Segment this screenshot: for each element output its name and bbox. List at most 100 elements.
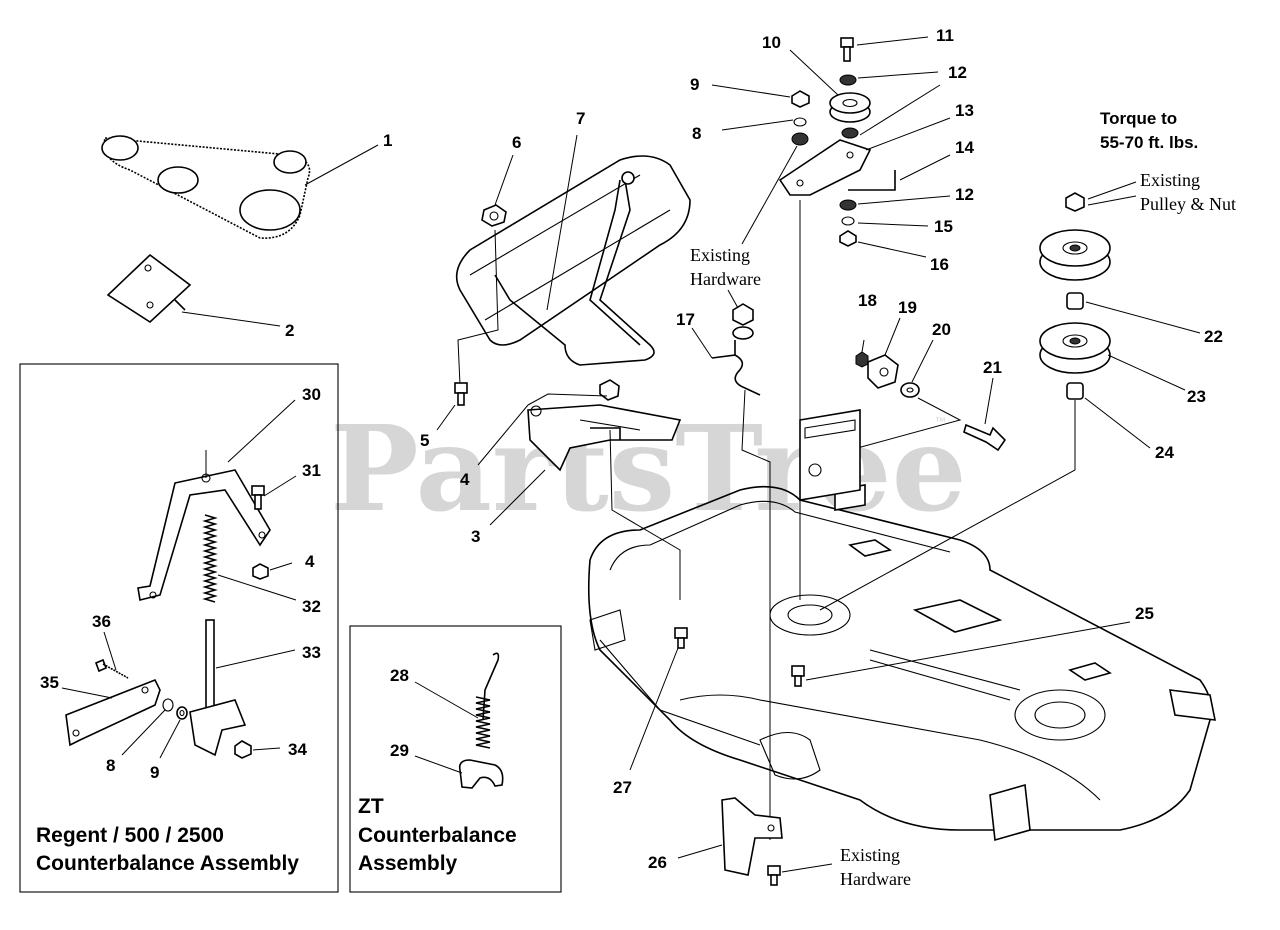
callout-6: 6 xyxy=(512,133,521,152)
callout-8: 8 xyxy=(692,124,701,143)
spacer-part-24 xyxy=(1066,382,1084,400)
zt-title-line2: Counterbalance xyxy=(358,824,517,847)
zt-assembly-box xyxy=(349,625,562,893)
washer-part-8-box xyxy=(162,698,174,712)
callout-36: 36 xyxy=(92,612,111,631)
torque-note-line2: 55-70 ft. lbs. xyxy=(1100,133,1198,152)
existing-hardware-bolt xyxy=(767,865,781,886)
callout-18: 18 xyxy=(858,291,877,310)
callout-26: 26 xyxy=(648,853,667,872)
callout-24: 24 xyxy=(1155,443,1174,462)
zt-title-line3: Assembly xyxy=(358,852,458,875)
spacer-part-22 xyxy=(1066,292,1084,310)
washer-part-9-box xyxy=(176,706,188,720)
existing-nut-top xyxy=(1065,192,1085,212)
callout-16: 16 xyxy=(930,255,949,274)
callout-14: 14 xyxy=(955,138,974,157)
bolt-part-11 xyxy=(840,37,854,62)
plate-part-2 xyxy=(106,253,192,324)
bolt-part-27 xyxy=(674,627,688,649)
callout-30: 30 xyxy=(302,385,321,404)
rod-part-33 xyxy=(189,619,247,757)
callout-34: 34 xyxy=(288,740,307,759)
existing-pulley xyxy=(1039,229,1111,281)
zt-title-line1: ZT xyxy=(358,795,384,818)
callout-25: 25 xyxy=(1135,604,1154,623)
existing-hardware-nut xyxy=(732,303,754,340)
callout-3: 3 xyxy=(471,527,480,546)
washer-part-20 xyxy=(900,382,920,398)
callout-17: 17 xyxy=(676,310,695,329)
washer-part-12-top xyxy=(839,74,857,86)
clip-part-29 xyxy=(458,759,504,789)
nut-part-4-box xyxy=(252,563,269,580)
mower-deck xyxy=(588,409,1217,842)
bushing-top xyxy=(791,132,809,146)
callout-15: 15 xyxy=(934,217,953,236)
callout-20: 20 xyxy=(932,320,951,339)
regent-title-line1: Regent / 500 / 2500 xyxy=(36,824,224,847)
callout-4: 4 xyxy=(460,470,470,489)
watermark-trademark: ™ xyxy=(935,416,946,428)
rod-part-28 xyxy=(475,652,500,749)
idler-arm-part-13 xyxy=(778,139,872,196)
callout-29: 29 xyxy=(390,741,409,760)
nut-part-16 xyxy=(839,230,857,247)
callout-8-box: 8 xyxy=(106,756,115,775)
callout-21: 21 xyxy=(983,358,1002,377)
rod-part-17 xyxy=(711,340,761,396)
belt-cover-part-7 xyxy=(455,155,691,366)
callout-10: 10 xyxy=(762,33,781,52)
callout-2: 2 xyxy=(285,321,294,340)
washer-part-12-low xyxy=(839,199,857,211)
nut-part-18 xyxy=(855,351,869,368)
bolt-part-21 xyxy=(963,423,1007,452)
bracket-part-30 xyxy=(137,469,271,601)
spring-part-32 xyxy=(202,514,218,603)
nut-part-9-top xyxy=(791,90,810,108)
bolt-part-31 xyxy=(251,485,265,510)
callout-31: 31 xyxy=(302,461,321,480)
existing-hardware-bottom-line1: Existing xyxy=(840,845,900,865)
existing-pulley-note-line1: Existing xyxy=(1140,170,1200,190)
callout-9-box: 9 xyxy=(150,763,159,782)
callout-33: 33 xyxy=(302,643,321,662)
existing-pulley-note-line2: Pulley & Nut xyxy=(1140,194,1236,214)
callout-28: 28 xyxy=(390,666,409,685)
bolt-part-25 xyxy=(791,665,805,687)
nut-part-4 xyxy=(599,379,620,401)
spacer-part-14 xyxy=(848,170,896,191)
washer-part-12-mid xyxy=(841,127,859,139)
existing-hardware-top-line1: Existing xyxy=(690,245,750,265)
callout-13: 13 xyxy=(955,101,974,120)
callout-27: 27 xyxy=(613,778,632,797)
callout-35: 35 xyxy=(40,673,59,692)
washer-part-8-top xyxy=(793,117,807,127)
regent-assembly-box xyxy=(19,363,339,893)
belt-part-1 xyxy=(101,135,311,239)
callout-4-box: 4 xyxy=(305,552,315,571)
nut-part-6 xyxy=(481,204,507,227)
bracket-part-26 xyxy=(721,797,783,876)
callout-5: 5 xyxy=(420,431,429,450)
block-part-19 xyxy=(867,354,899,389)
existing-hardware-bottom-line2: Hardware xyxy=(840,869,911,889)
callout-12-low: 12 xyxy=(955,185,974,204)
callout-11: 11 xyxy=(936,26,954,45)
pulley-part-10 xyxy=(829,92,871,123)
existing-hardware-top-line2: Hardware xyxy=(690,269,761,289)
pulley-part-23 xyxy=(1039,322,1111,374)
callout-7: 7 xyxy=(576,109,585,128)
bolt-part-36 xyxy=(94,658,129,679)
bracket-part-35 xyxy=(65,678,161,747)
callout-23: 23 xyxy=(1187,387,1206,406)
callout-32: 32 xyxy=(302,597,321,616)
regent-title-line2: Counterbalance Assembly xyxy=(36,852,299,875)
callout-19: 19 xyxy=(898,298,917,317)
callout-9: 9 xyxy=(690,75,699,94)
callout-12-top: 12 xyxy=(948,63,967,82)
washer-part-15 xyxy=(841,216,855,226)
callout-1: 1 xyxy=(383,131,392,150)
